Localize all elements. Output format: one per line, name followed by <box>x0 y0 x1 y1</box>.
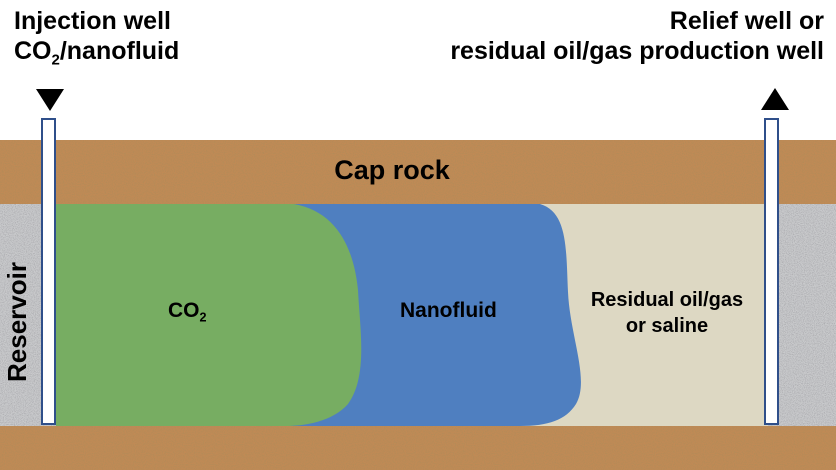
base-rock-layer <box>0 426 836 470</box>
nanofluid-label: Nanofluid <box>400 299 497 322</box>
injection-well-label: Injection well CO2/nanofluid <box>14 6 179 69</box>
injection-line2: CO2/nanofluid <box>14 36 179 69</box>
injection-well <box>41 118 56 425</box>
residual-line2: or saline <box>625 315 709 337</box>
relief-line1: Relief well or <box>669 7 824 35</box>
co2-text: CO <box>168 299 200 322</box>
cap-rock-label: Cap rock <box>334 155 450 185</box>
co2-label: CO2 <box>168 298 207 326</box>
injection-co2-subscript: 2 <box>51 51 60 69</box>
production-arrow-icon <box>761 88 789 110</box>
co2-region <box>56 204 362 426</box>
reservoir-label: Reservoir <box>2 262 32 382</box>
co2-subscript: 2 <box>199 310 207 325</box>
relief-line2: residual oil/gas production well <box>450 37 824 65</box>
injection-co2-text: CO <box>14 37 52 65</box>
residual-label: Residual oil/gas or saline <box>574 287 760 339</box>
injection-arrow-icon <box>36 89 64 111</box>
injection-line1: Injection well <box>14 7 171 35</box>
cap-rock-layer <box>0 140 836 204</box>
residual-line1: Residual oil/gas <box>590 289 744 311</box>
injection-nanofluid-text: /nanofluid <box>59 37 180 65</box>
relief-well <box>764 118 779 425</box>
relief-well-label: Relief well or residual oil/gas producti… <box>450 6 824 66</box>
